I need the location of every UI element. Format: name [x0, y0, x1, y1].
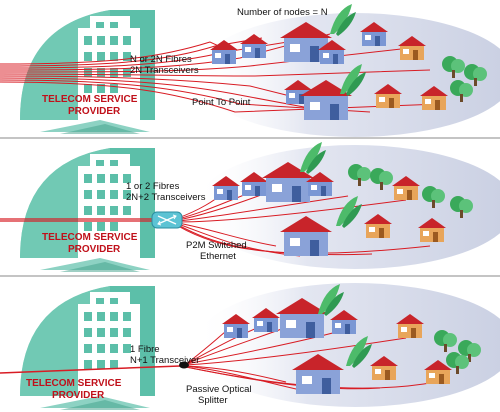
splitter-icon [179, 361, 189, 369]
provider-label-line1: TELECOM SERVICE [42, 94, 138, 105]
fibre-count-label: N or 2N Fibres [130, 54, 192, 65]
device-label-line1: P2M Switched [186, 240, 247, 251]
provider-label-line1: TELECOM SERVICE [42, 232, 138, 243]
panel-point-to-point: Number of nodes = N N or 2N Fibres 2N Tr… [0, 0, 500, 137]
panel-passive-optical: 1 Fibre N+1 Transceiver Passive Optical … [0, 276, 500, 410]
provider-label-line1: TELECOM SERVICE [26, 378, 122, 389]
switch-icon [151, 211, 183, 229]
provider-label-line2: PROVIDER [52, 390, 105, 401]
node-count-label: Number of nodes = N [237, 7, 328, 18]
provider-label-line2: PROVIDER [68, 244, 121, 255]
fibre-count-label: 1 Fibre [130, 344, 160, 355]
fibre-trunk [0, 365, 181, 374]
panel-p2m-switched: 1 or 2 Fibres 2N+2 Transceivers P2M Swit… [0, 138, 500, 272]
transceiver-count-label: 2N+2 Transceivers [126, 192, 206, 203]
transceiver-count-label: N+1 Transceiver [130, 355, 199, 366]
device-label-line2: Ethernet [200, 251, 236, 262]
fibre-count-label: 1 or 2 Fibres [126, 181, 180, 192]
device-label-line1: Passive Optical [186, 384, 251, 395]
transceiver-count-label: 2N Transceivers [130, 65, 199, 76]
provider-label-line2: PROVIDER [68, 106, 121, 117]
fibre-trunk [0, 218, 155, 222]
device-label-line2: Splitter [198, 395, 228, 406]
topology-label: Point To Point [192, 97, 251, 108]
